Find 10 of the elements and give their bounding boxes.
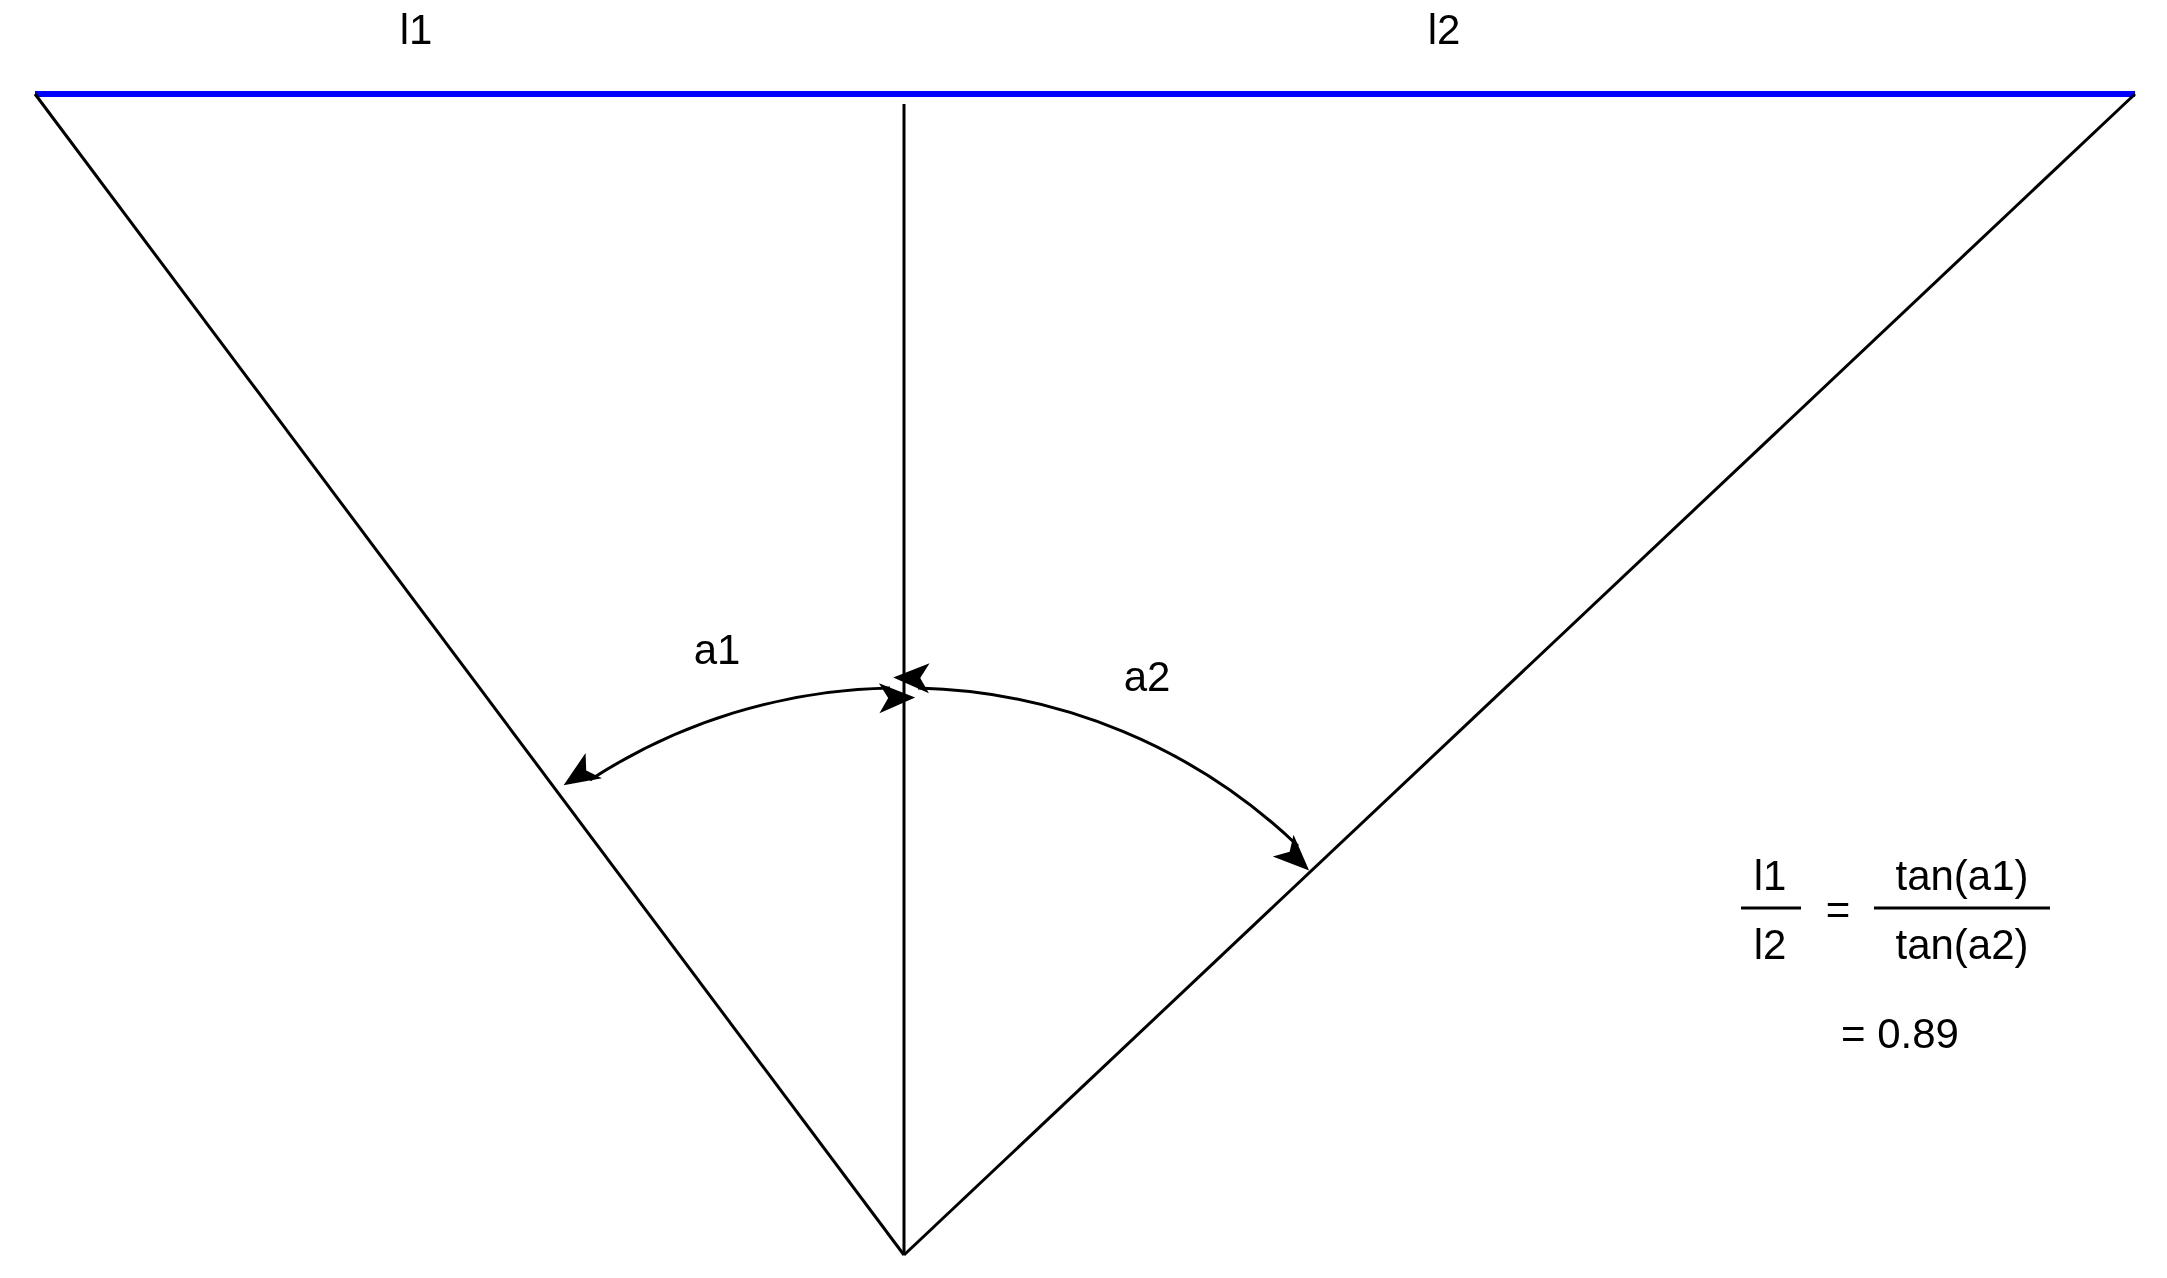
formula-text: l2 xyxy=(1753,924,1787,966)
formula-text: tan(a2) xyxy=(1895,924,2029,966)
formula-text: l1 xyxy=(1753,855,1787,897)
length-label: l1 xyxy=(399,9,433,51)
angle-label: a1 xyxy=(693,629,741,671)
angle-label: a2 xyxy=(1123,656,1171,698)
formula-text: tan(a1) xyxy=(1895,855,2029,897)
length-label: l2 xyxy=(1427,9,1461,51)
formula-result: = 0.89 xyxy=(1841,1013,1959,1055)
formula-text: = xyxy=(1825,889,1851,931)
